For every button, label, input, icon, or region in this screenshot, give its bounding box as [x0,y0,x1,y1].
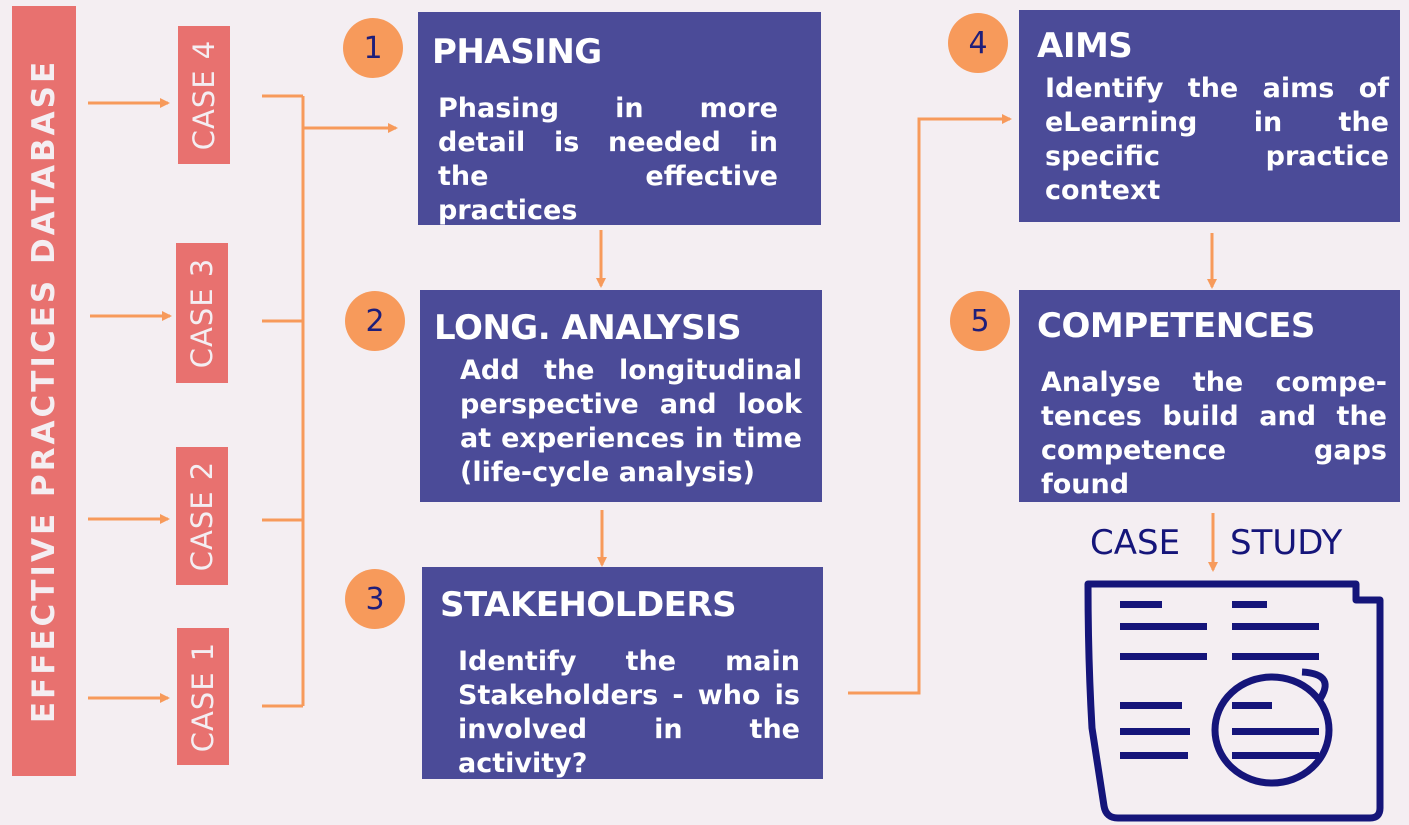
step-text: Add the longitudinal perspective and loo… [460,355,802,488]
step-box-competences: COMPETENCES Analyse the compe-tences bui… [1019,290,1400,502]
case-label: CASE 3 [185,257,219,369]
step-title: AIMS [1037,26,1133,66]
step-box-stakeholders: STAKEHOLDERS Identify the main Stakehold… [422,567,823,779]
step-number-badge: 3 [345,569,405,629]
case-study-label-right: STUDY [1230,523,1343,563]
step-box-long-analysis: LONG. ANALYSIS Add the longitudinal pers… [420,290,822,502]
step-text: Phasing in more detail is needed in the … [438,93,778,226]
case-study-label-left: CASE [1090,523,1181,563]
step-text: Identify the main Stakeholders - who is … [458,646,800,779]
case-label: CASE 4 [187,39,221,151]
database-bar: EFFECTIVE PRACTICES DATABASE [12,6,76,776]
step-title: STAKEHOLDERS [440,585,737,625]
step-number-badge: 1 [343,18,403,78]
step-number-badge: 4 [948,13,1008,73]
case-box-4: CASE 4 [178,26,230,164]
case-label: CASE 2 [185,460,219,572]
step-box-phasing: PHASING Phasing in more detail is needed… [418,12,821,226]
step-text: Identify the aims of eLearning in the sp… [1045,73,1389,206]
step-number-badge: 2 [345,291,405,351]
step-title: PHASING [432,32,602,72]
step-title: COMPETENCES [1037,306,1315,346]
case-label: CASE 1 [186,641,220,752]
document-magnifier-icon [1084,580,1384,822]
case-box-3: CASE 3 [176,243,228,383]
case-box-1: CASE 1 [177,628,229,765]
step-number-badge: 5 [950,291,1010,351]
step-box-aims: AIMS Identify the aims of eLearning in t… [1019,10,1400,222]
step-title: LONG. ANALYSIS [434,308,742,348]
step3-to-step4-arrow [848,114,1012,695]
database-label: EFFECTIVE PRACTICES DATABASE [26,58,62,724]
case-box-2: CASE 2 [176,447,228,585]
step-text: Analyse the compe-tences build and the c… [1041,367,1387,500]
